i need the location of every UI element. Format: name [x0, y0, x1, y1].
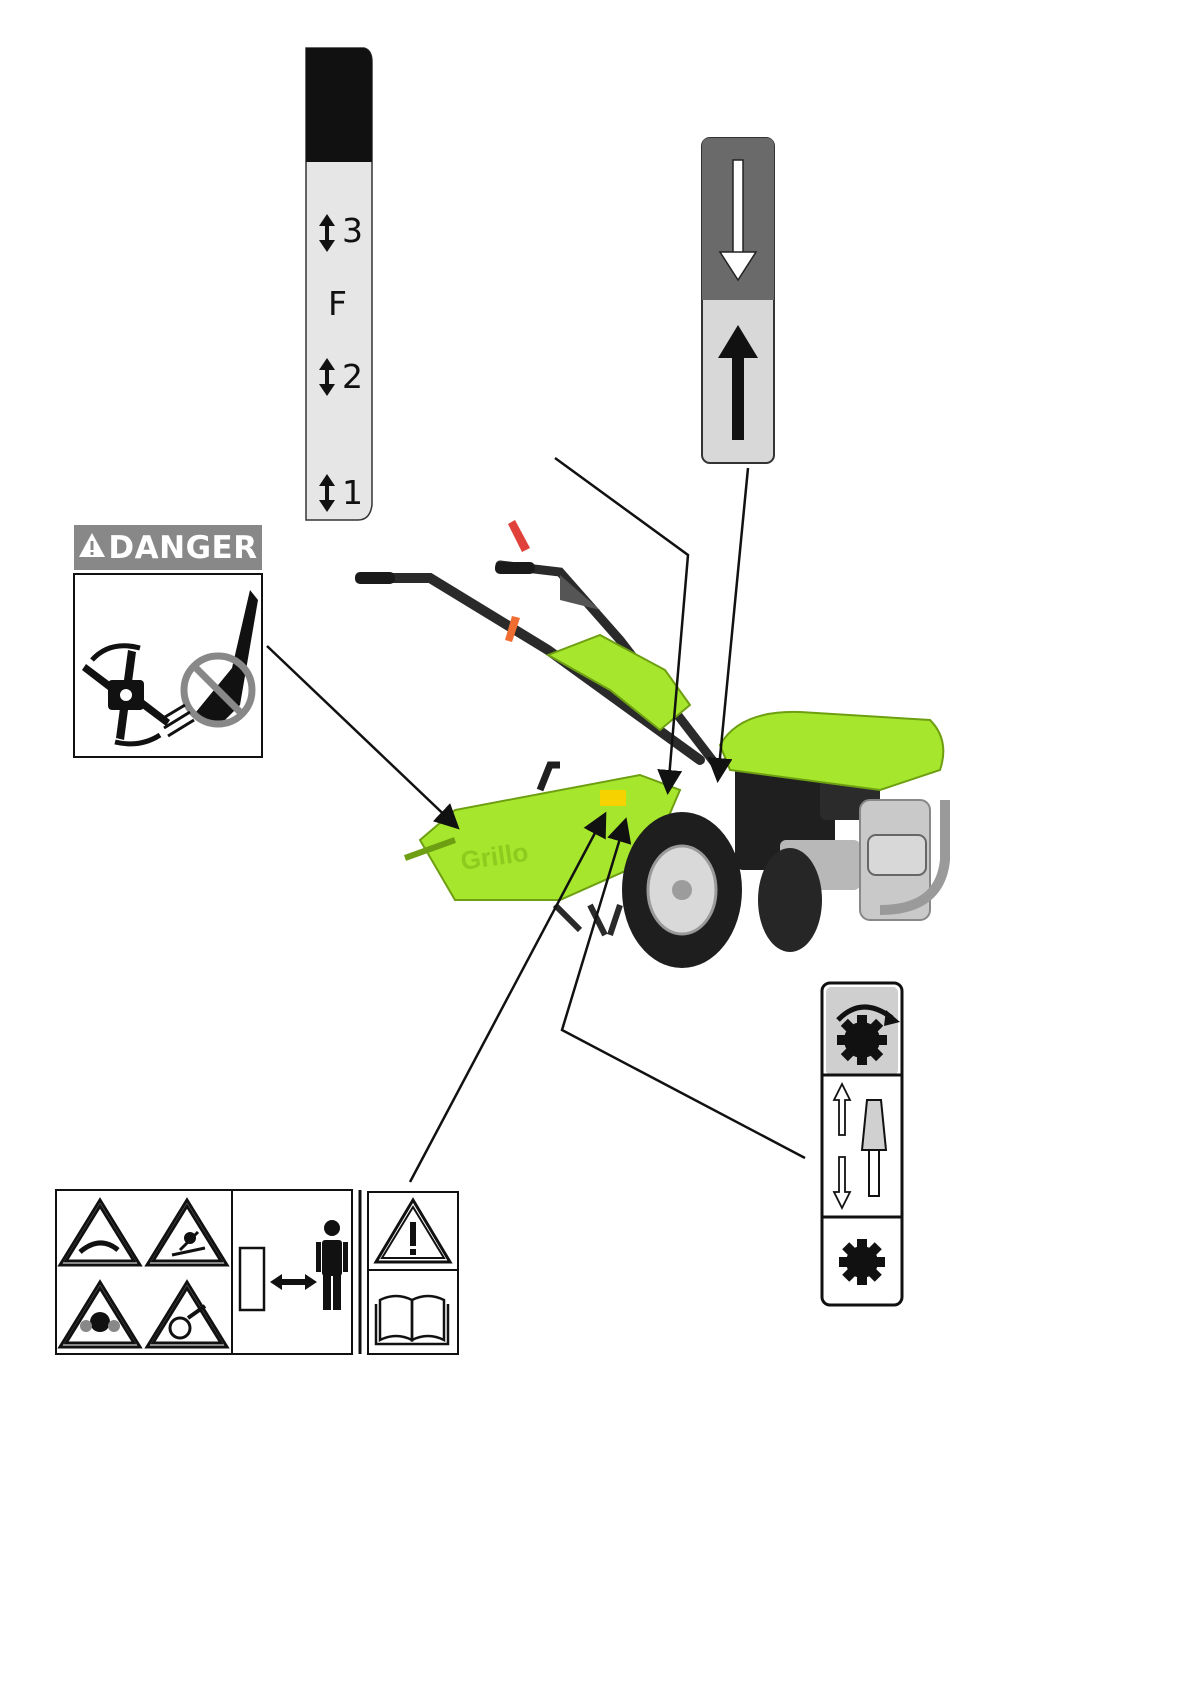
danger-header: DANGER — [74, 525, 262, 570]
direction-decal — [702, 138, 774, 463]
gear-position-3: 3 — [342, 214, 363, 247]
callout-line-danger-decal — [267, 646, 456, 826]
danger-label: DANGER — [108, 530, 257, 566]
right-grip — [495, 562, 535, 574]
gear-position-neutral: F — [328, 287, 347, 320]
danger-pictogram — [74, 574, 262, 757]
red-handle-lever — [508, 520, 530, 552]
pto-engagement-decal — [822, 983, 902, 1305]
left-grip — [355, 572, 395, 584]
gear-position-2: 2 — [342, 360, 363, 393]
warning-sticker — [600, 790, 626, 806]
gear-position-1: 1 — [342, 476, 363, 509]
gear-icon — [839, 1239, 885, 1285]
walk-behind-tiller: Grillo — [355, 520, 945, 968]
warning-triangle-icon — [78, 530, 106, 566]
warning-pictogram-panel — [56, 1190, 458, 1354]
